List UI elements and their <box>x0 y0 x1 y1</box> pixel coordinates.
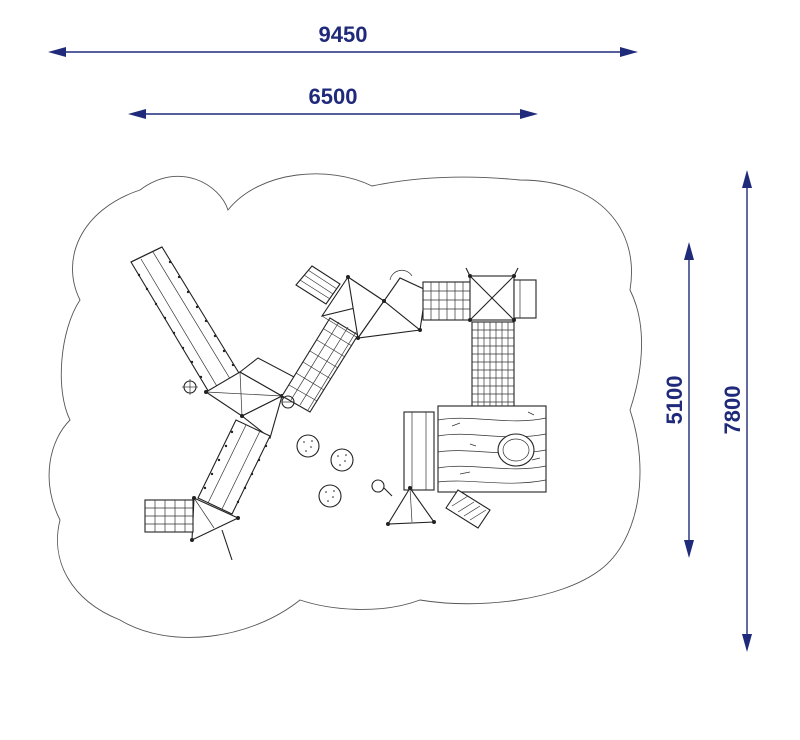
arrow-down-icon <box>742 634 752 652</box>
dimension-overall-depth: 7800 <box>720 170 752 652</box>
slide-lower-diagonal <box>197 419 271 515</box>
dimension-label: 5100 <box>662 376 687 425</box>
stepping-stones <box>296 434 354 508</box>
arrow-right-icon <box>620 47 638 57</box>
climbing-net-vertical <box>471 321 515 409</box>
arrow-left-icon <box>128 109 146 119</box>
arrow-right-icon <box>520 109 538 119</box>
log-deck <box>437 405 547 493</box>
ladder-lower-right <box>445 489 491 529</box>
dimension-label: 6500 <box>309 84 358 109</box>
dimension-label: 7800 <box>720 386 745 435</box>
dimension-inner-depth: 5100 <box>662 242 694 558</box>
stepping-stone <box>330 448 354 472</box>
ladder-lower-left <box>144 499 194 533</box>
tower-square <box>465 267 537 322</box>
stepping-stone <box>296 434 320 458</box>
steering-wheel-icon <box>182 379 198 395</box>
slide-upper-left <box>130 246 243 395</box>
safety-zone-outline <box>48 173 642 638</box>
ladder-upper <box>295 265 341 305</box>
rope-bridge-diagonal <box>281 317 359 413</box>
platform-lower-right <box>386 486 436 526</box>
wheel-icon <box>281 395 295 409</box>
arrow-up-icon <box>684 242 694 260</box>
arrow-up-icon <box>742 170 752 188</box>
slide-right-vertical <box>403 411 435 491</box>
stepping-stone <box>318 484 342 508</box>
dimension-inner-width: 6500 <box>128 84 538 119</box>
dimension-overall-width: 9450 <box>48 22 638 57</box>
arrow-down-icon <box>684 540 694 558</box>
dimension-label: 9450 <box>319 22 368 47</box>
arrow-left-icon <box>48 47 66 57</box>
spring-rider-icon <box>371 479 393 497</box>
net-bridge-horizontal <box>422 281 472 321</box>
